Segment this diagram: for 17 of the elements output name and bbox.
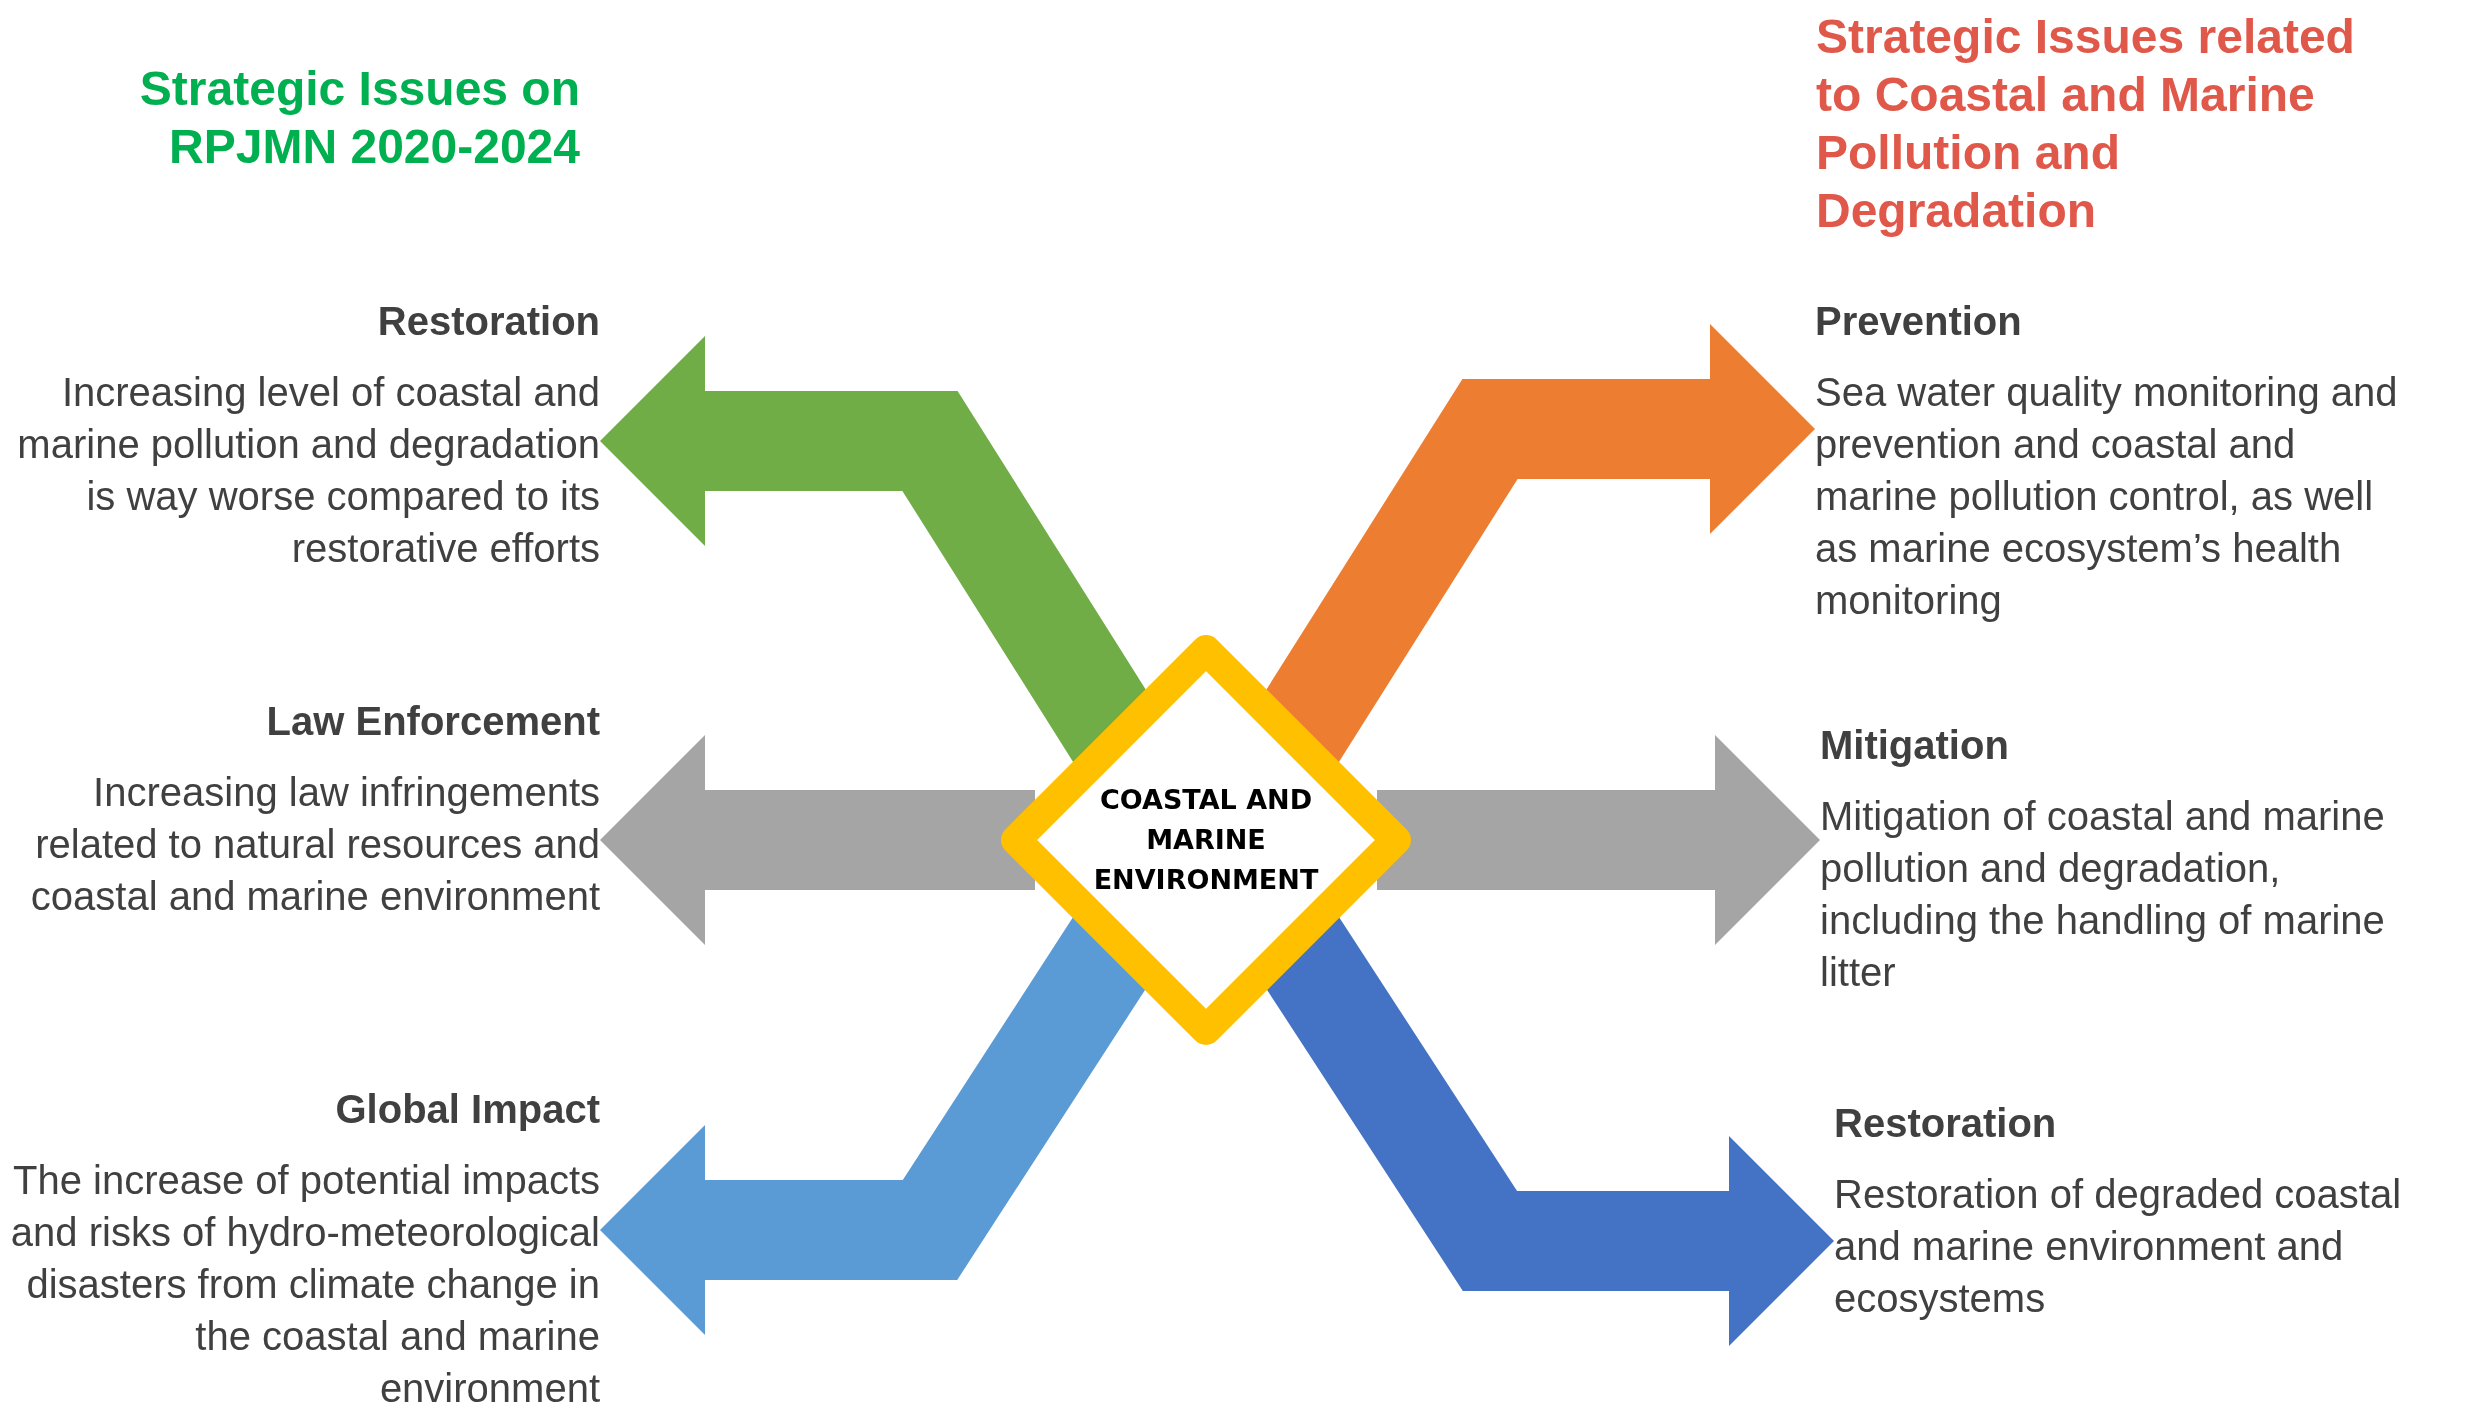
issue-heading: Law Enforcement	[265, 698, 600, 744]
issue-description: Increasing level of coastal and marine pollution and degradation is way worse compared to its restorative efforts	[16, 369, 600, 572]
column-heading: Strategic Issues on RPJMN 2020-2024	[138, 61, 580, 175]
issue-heading: Prevention	[1815, 298, 2023, 344]
issue-description: Sea water quality monitoring and prevention and coastal and marine pollution control, as well as marine ecosystem’s health monitoring	[1815, 369, 2399, 624]
issue-description: Restoration of degraded coastal and marine environment and ecosystems	[1834, 1171, 2403, 1322]
issue-description: Increasing law infringements related to natural resources and coastal and marine environment	[29, 769, 600, 920]
column-heading: Strategic Issues related to Coastal and Marine Pollution and Degradation	[1816, 9, 2356, 239]
issue-description: The increase of potential impacts and risks of hydro-meteorological disasters from climate change in the coastal and marine environment	[10, 1157, 600, 1412]
issue-description: Mitigation of coastal and marine pollution and degradation, including the handling of marine litter	[1820, 793, 2386, 996]
block-arrow	[1377, 735, 1820, 945]
issue-heading: Mitigation	[1820, 722, 2010, 768]
issue-heading: Restoration	[1834, 1100, 2058, 1146]
center-label: COASTAL AND MARINE ENVIRONMENT	[1092, 783, 1320, 897]
issue-heading: Restoration	[376, 298, 600, 344]
block-arrow	[600, 735, 1035, 945]
issue-heading: Global Impact	[334, 1086, 600, 1132]
